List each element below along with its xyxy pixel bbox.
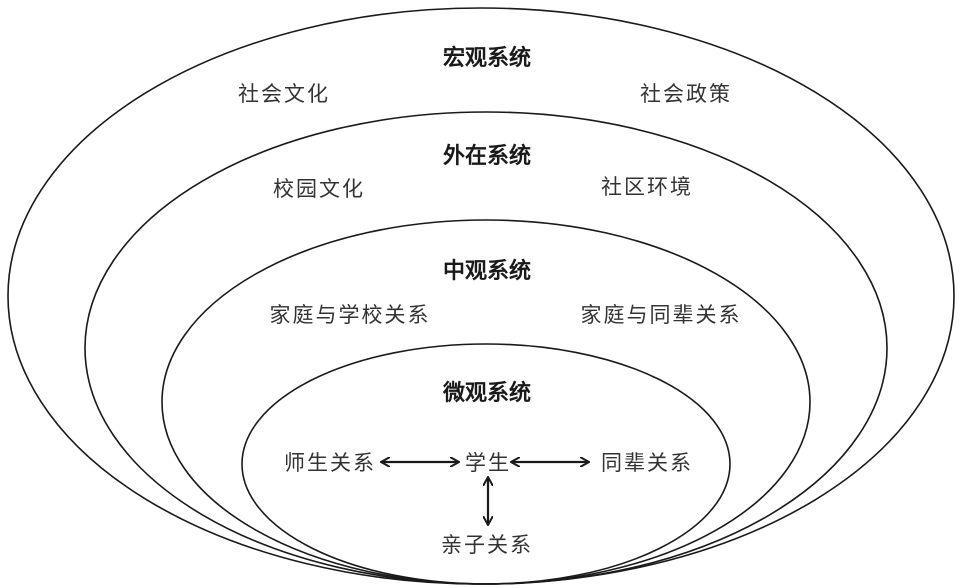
- meso-right-label: 家庭与同辈关系: [581, 303, 742, 327]
- meso-left-label: 家庭与学校关系: [270, 303, 431, 327]
- exo-system-ring: [84, 111, 888, 585]
- macro-system-title: 宏观系统: [443, 45, 531, 71]
- micro-left-label: 师生关系: [284, 451, 376, 475]
- exo-system-title: 外在系统: [443, 143, 531, 169]
- exo-left-label: 校园文化: [273, 177, 365, 201]
- micro-system-ring: [241, 343, 731, 585]
- macro-right-label: 社会政策: [640, 82, 732, 106]
- macro-system-ring: [7, 7, 955, 585]
- micro-system-title: 微观系统: [442, 380, 531, 406]
- meso-system-title: 中观系统: [443, 258, 531, 284]
- micro-bottom-label: 亲子关系: [441, 533, 533, 557]
- exo-right-label: 社区环境: [601, 175, 693, 199]
- micro-center-label: 学生: [465, 451, 511, 475]
- macro-left-label: 社会文化: [238, 82, 330, 106]
- micro-right-label: 同辈关系: [601, 451, 693, 475]
